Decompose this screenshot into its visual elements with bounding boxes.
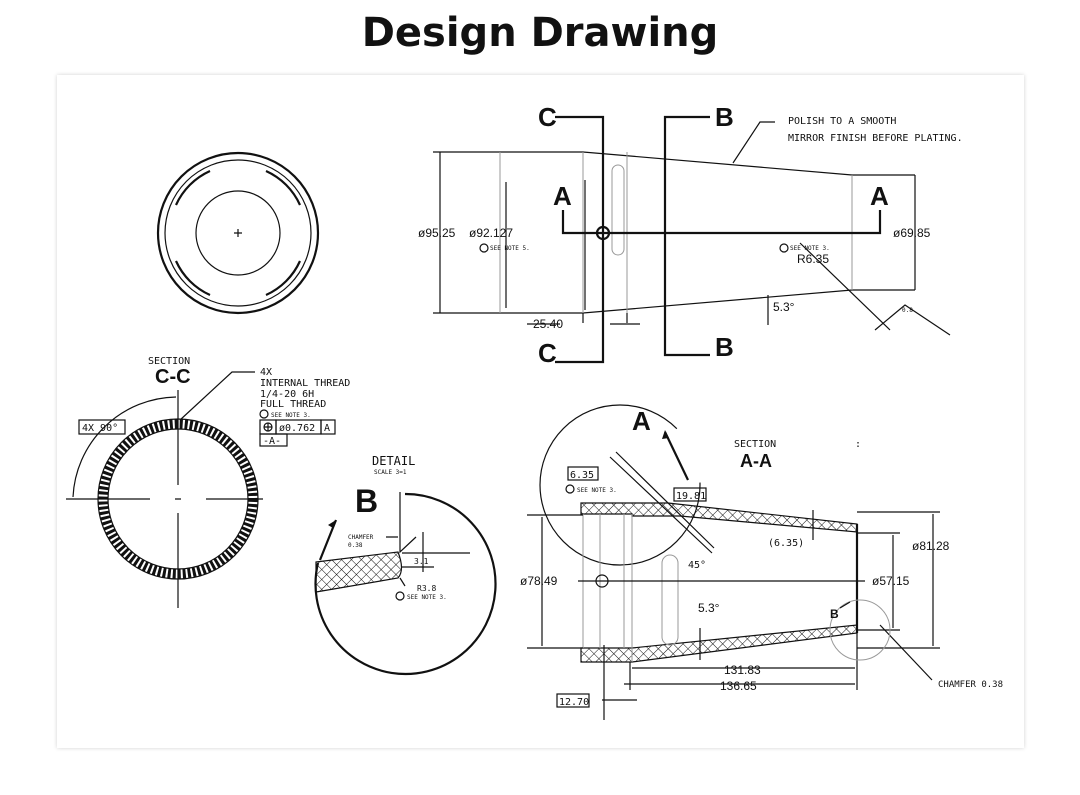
tolerance-value: ø0.762 [279, 423, 315, 434]
dim-outer-diameter: ø95.25 [418, 226, 456, 240]
end-view [156, 151, 320, 315]
dim-angle-45: 45° [688, 560, 706, 571]
section-a-right-label: A [870, 181, 889, 211]
side-view: C C B B A A POLISH TO A SMOOTH MIRROR FI… [418, 102, 963, 368]
detail-a-label: A [632, 406, 651, 436]
section-c-bottom-label: C [538, 338, 557, 368]
surface-finish: 0.8 [902, 307, 913, 314]
dim-length-131: 131.83 [724, 663, 761, 677]
section-cc: 4X 90° SECTION C-C 4X INTERNAL THREAD 1/… [66, 356, 350, 608]
polish-note-line2: MIRROR FINISH BEFORE PLATING. [788, 133, 963, 144]
thread-qty: 4X [260, 367, 272, 378]
dim-taper-angle: 5.3° [773, 300, 795, 314]
see-note-3: SEE NOTE 3. [790, 245, 830, 252]
section-line-b [663, 115, 710, 357]
box-6-35: 6.35 [570, 470, 594, 481]
chamfer-note: CHAMFER 0.38 [938, 680, 1003, 690]
section-b-top-label: B [715, 102, 734, 132]
dim-radius: R3.8 [417, 584, 436, 593]
dim-inner-diameter: ø57.15 [872, 574, 910, 588]
section-b-bottom-label: B [715, 332, 734, 362]
datum-a: -A- [263, 436, 281, 447]
section-aa: A SECTION A-A : 6.35 SEE NOTE 3. 19.81 (… [520, 404, 1003, 720]
detail-b-marker: B [830, 607, 839, 621]
section-c-top-label: C [538, 102, 557, 132]
aa-see-note: SEE NOTE 3. [577, 487, 617, 494]
tolerance-datum: A [324, 423, 330, 434]
dim-right-diameter: ø69.85 [893, 226, 931, 240]
section-cc-name: C-C [155, 366, 191, 388]
dim-radius: R6.35 [797, 252, 829, 266]
section-aa-colon: : [855, 439, 861, 450]
box-19-81: 19.81 [676, 491, 706, 502]
dim-outer-diameter: ø81.28 [912, 539, 950, 553]
chamfer-label: CHAMFER [348, 534, 374, 541]
page-title: Design Drawing [361, 10, 719, 56]
section-aa-label: SECTION [734, 439, 776, 450]
detail-label: DETAIL [372, 454, 415, 468]
dim-wall: (6.35) [768, 538, 804, 549]
dim-length-136: 136.65 [720, 679, 757, 693]
box-12-70: 12.70 [559, 697, 589, 708]
thread-depth: FULL THREAD [260, 399, 326, 410]
drawing-sheet [57, 75, 1024, 748]
angle-box: 4X 90° [82, 423, 118, 434]
section-a-left-label: A [553, 181, 572, 211]
dim-left-diameter: ø78.49 [520, 574, 558, 588]
dim-inner-diameter: ø92.127 [469, 226, 513, 240]
detail-name: B [355, 483, 378, 519]
detail-scale: SCALE 3=1 [374, 469, 407, 476]
dim-3-1: 3.1 [414, 557, 429, 566]
section-cc-label: SECTION [148, 356, 190, 367]
thread-see-note: SEE NOTE 3. [271, 412, 311, 419]
chamfer-value: 0.38 [348, 542, 363, 549]
dim-length: 25.40 [533, 317, 563, 331]
section-aa-name: A-A [740, 451, 772, 471]
see-note-5: SEE NOTE 5. [490, 245, 530, 252]
dim-angle: 5.3° [698, 601, 720, 615]
detail-see-note: SEE NOTE 3. [407, 594, 447, 601]
section-line-a [561, 210, 882, 235]
polish-note-line1: POLISH TO A SMOOTH [788, 116, 896, 127]
thread-type: INTERNAL THREAD [260, 378, 350, 389]
thread-spec: 1/4-20 6H [260, 389, 314, 400]
detail-b: DETAIL SCALE 3=1 B CHAMFER 0.38 3.1 R3.8… [314, 454, 497, 676]
